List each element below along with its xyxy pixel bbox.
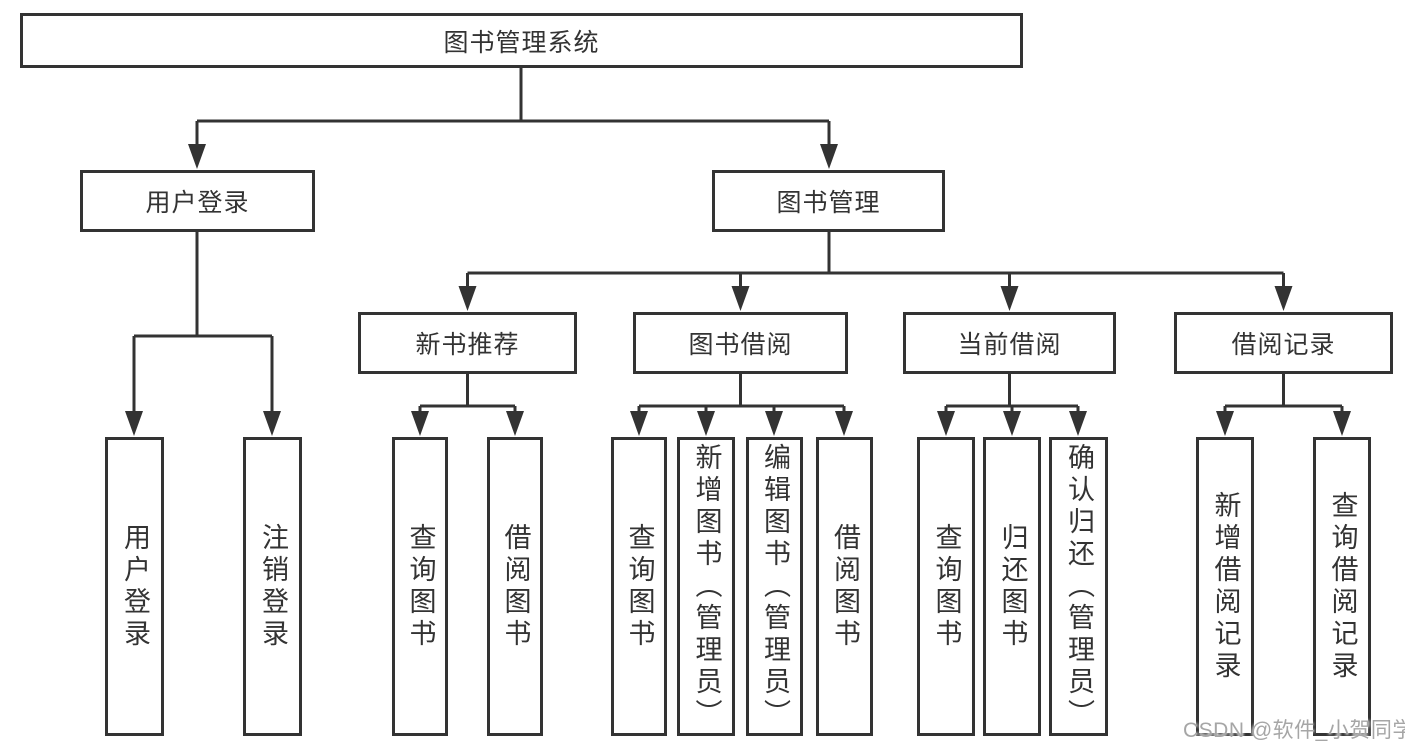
leaf-label: 查询图书 bbox=[624, 522, 655, 651]
node-root: 图书管理系统 bbox=[20, 13, 1023, 68]
leaf-return-books: 归还图书 bbox=[983, 437, 1041, 736]
leaf-query-books-recommend: 查询图书 bbox=[392, 437, 448, 736]
leaf-label: 注销登录 bbox=[258, 522, 288, 651]
leaf-add-borrow-record: 新增借阅记录 bbox=[1196, 437, 1254, 736]
leaf-user-login: 用户登录 bbox=[105, 437, 164, 736]
leaf-label: 新增图书（管理员） bbox=[691, 442, 722, 731]
node-current-borrowing: 当前借阅 bbox=[903, 312, 1116, 374]
leaf-label: 查询图书 bbox=[931, 522, 962, 651]
leaf-logout: 注销登录 bbox=[243, 437, 302, 736]
leaf-label: 新增借阅记录 bbox=[1210, 490, 1241, 683]
leaf-add-books-admin: 新增图书（管理员） bbox=[677, 437, 735, 736]
watermark: CSDN @软件_小贺同学 bbox=[1183, 719, 1405, 742]
node-user-login: 用户登录 bbox=[80, 170, 315, 232]
tree-lines bbox=[132, 68, 1344, 414]
arrowhead-icons bbox=[125, 144, 1351, 436]
leaf-query-books-current: 查询图书 bbox=[917, 437, 975, 736]
node-new-book-recommendation: 新书推荐 bbox=[358, 312, 577, 374]
node-book-management: 图书管理 bbox=[712, 170, 945, 232]
leaf-query-books-borrowing: 查询图书 bbox=[611, 437, 667, 736]
leaf-borrow-books-recommend: 借阅图书 bbox=[487, 437, 543, 736]
leaf-label: 查询图书 bbox=[405, 522, 436, 651]
leaf-label: 借阅图书 bbox=[830, 522, 860, 651]
leaf-edit-books-admin: 编辑图书（管理员） bbox=[746, 437, 803, 736]
leaf-query-borrow-record: 查询借阅记录 bbox=[1313, 437, 1371, 736]
leaf-confirm-return-admin: 确认归还（管理员） bbox=[1049, 437, 1108, 736]
leaf-label: 查询借阅记录 bbox=[1327, 490, 1358, 683]
leaf-label: 编辑图书（管理员） bbox=[760, 442, 790, 731]
node-book-borrowing: 图书借阅 bbox=[633, 312, 848, 374]
node-borrowing-records: 借阅记录 bbox=[1174, 312, 1393, 374]
leaf-label: 借阅图书 bbox=[500, 522, 531, 651]
leaf-label: 确认归还（管理员） bbox=[1064, 442, 1094, 731]
leaf-label: 用户登录 bbox=[120, 522, 150, 651]
leaf-borrow-books-borrowing: 借阅图书 bbox=[816, 437, 873, 736]
leaf-label: 归还图书 bbox=[997, 522, 1028, 651]
